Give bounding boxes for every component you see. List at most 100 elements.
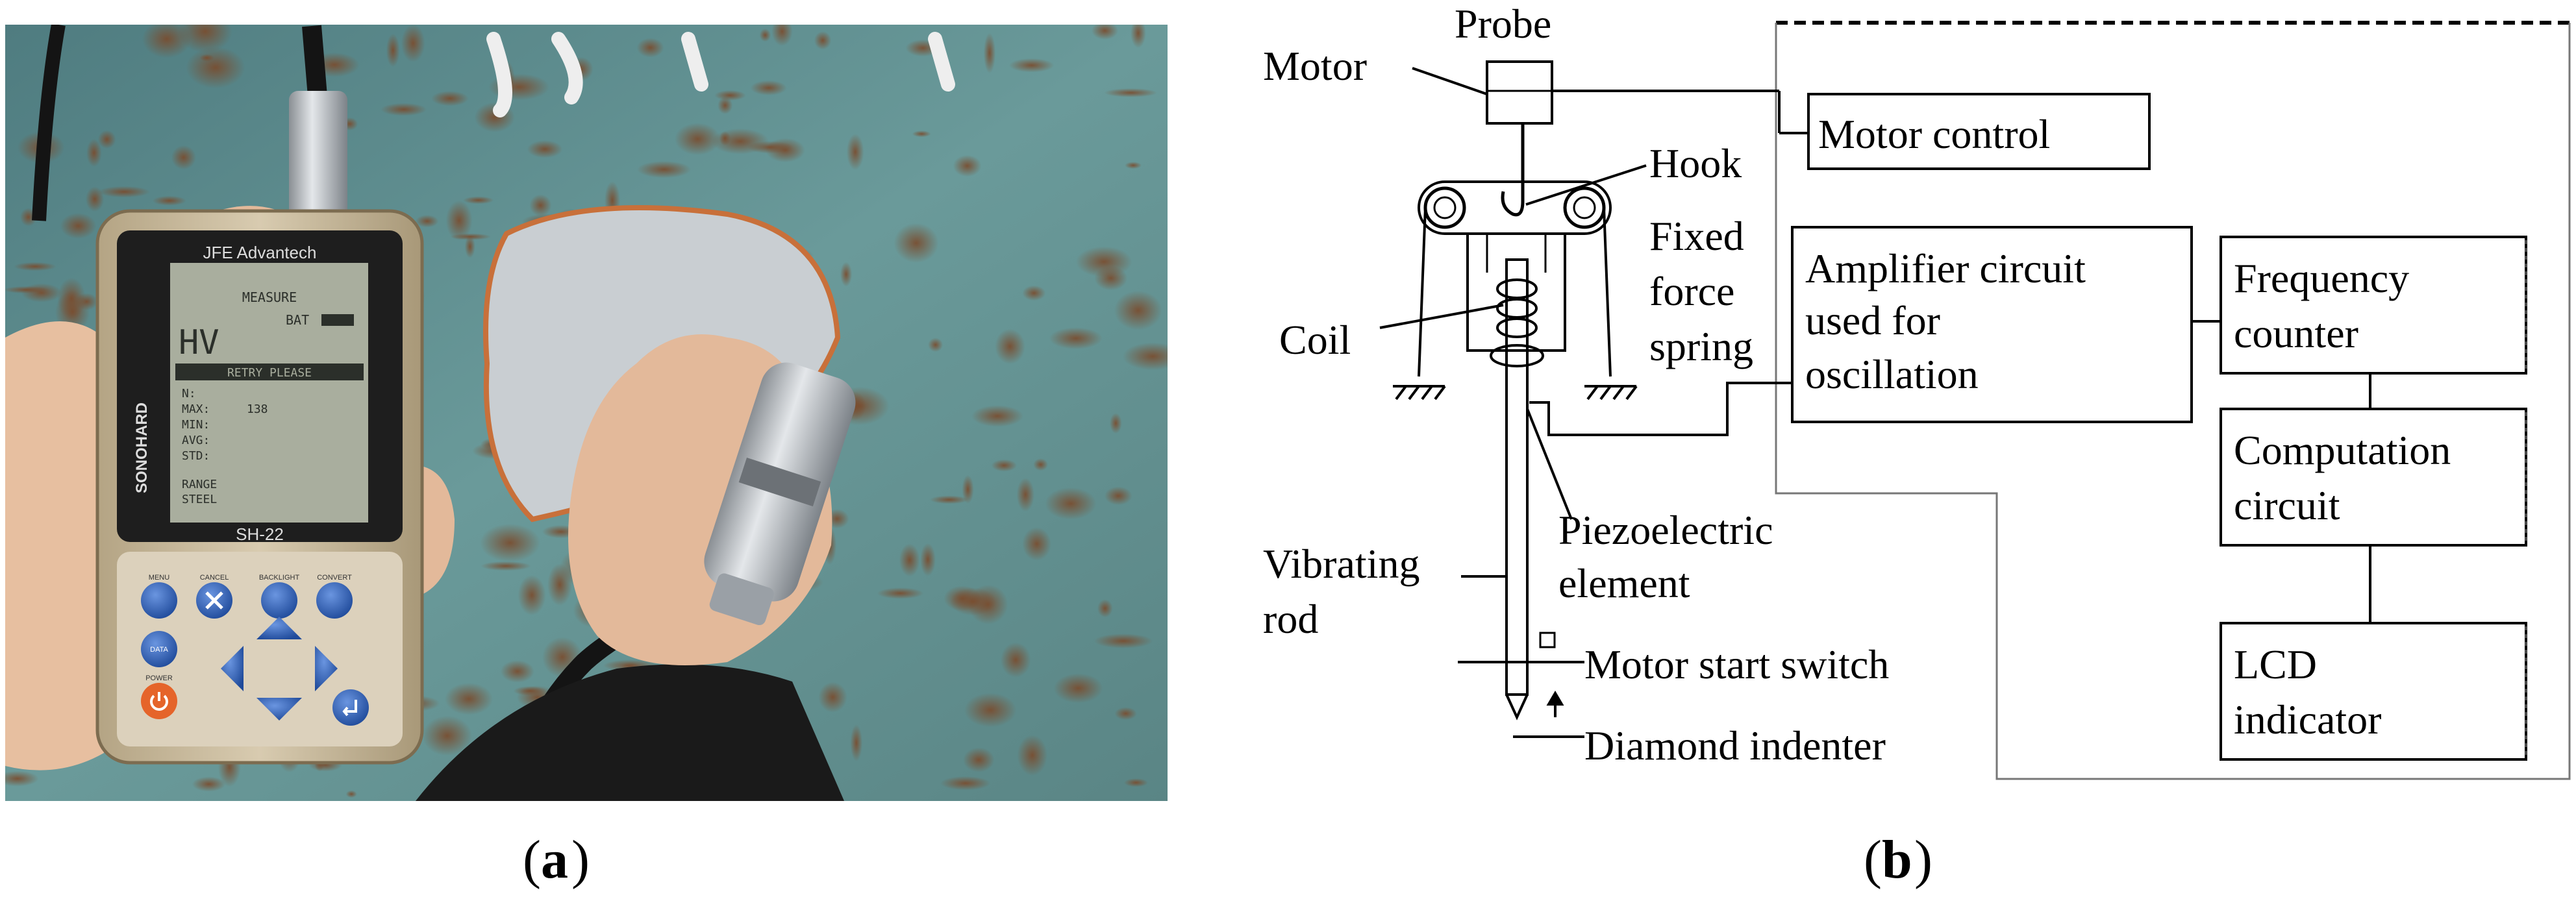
- label-piezo-1: Piezoelectric: [1558, 507, 1773, 553]
- down-arrow-icon[interactable]: [256, 698, 302, 720]
- rust-spot: [422, 715, 472, 756]
- rust-spot: [899, 543, 920, 577]
- battery-icon: [321, 314, 354, 326]
- rust-spot: [983, 32, 996, 73]
- rust-spot: [718, 96, 733, 114]
- svg-text:): ): [571, 830, 590, 890]
- rust-spot: [1104, 88, 1158, 97]
- lcd-line-1: LCD: [2234, 641, 2317, 687]
- frequency-line-2: counter: [2234, 310, 2358, 356]
- rust-spot: [381, 103, 427, 116]
- data-key[interactable]: [141, 631, 177, 667]
- device-side-label: SONOHARD: [133, 402, 151, 493]
- panel-a-photo: JFE Advantech SONOHARD MEASURE HV BAT RE…: [5, 25, 1168, 801]
- rust-spot: [345, 790, 357, 798]
- rust-spot: [1075, 246, 1132, 277]
- label-force: force: [1649, 268, 1734, 314]
- rust-spot: [5, 286, 50, 294]
- up-arrow-icon[interactable]: [256, 617, 302, 639]
- rust-spot: [1000, 642, 1031, 678]
- rust-spot: [1033, 458, 1049, 471]
- spring-frame: [1466, 234, 1566, 352]
- rust-spot: [500, 660, 534, 683]
- svg-text:(: (: [523, 830, 541, 890]
- hook-leader: [1525, 164, 1647, 206]
- rust-spot: [1091, 25, 1119, 40]
- rust-spot: [547, 563, 572, 606]
- right-arrow-icon[interactable]: [315, 646, 338, 691]
- rust-spot: [142, 25, 192, 58]
- rust-spot: [674, 123, 721, 155]
- rust-spot: [1131, 25, 1146, 48]
- screen-footer-2: STEEL: [182, 493, 217, 506]
- amplifier-line-3: oscillation: [1805, 351, 1979, 397]
- ground-left: [1393, 385, 1446, 400]
- rust-spot: [963, 747, 995, 772]
- rust-spot: [85, 186, 105, 212]
- screen-row-label: STD:: [182, 449, 210, 463]
- lcd-indicator-box: [2220, 622, 2527, 761]
- amplifier-box: [1791, 226, 2193, 423]
- piezo-wire: [1529, 382, 1792, 436]
- rust-spot: [750, 80, 787, 95]
- rust-spot: [949, 587, 996, 616]
- lcd-screen: MEASURE HV BAT RETRY PLEASE N:MAX:138MIN…: [170, 263, 368, 523]
- rust-spot: [894, 223, 939, 264]
- rust-spot: [1022, 285, 1046, 301]
- rust-spot: [481, 561, 531, 571]
- probe-body: [704, 362, 856, 626]
- menu-key[interactable]: [141, 582, 177, 619]
- rust-spot: [178, 25, 232, 53]
- piezo-leader: [1526, 408, 1573, 520]
- rust-spot: [480, 523, 540, 562]
- power-icon: [150, 692, 168, 711]
- rust-spot: [840, 262, 853, 287]
- device-brand: JFE Advantech: [203, 243, 317, 262]
- rust-spot: [1114, 290, 1162, 330]
- amplifier-line-2: used for: [1805, 297, 1940, 343]
- motor-control-box: [1807, 93, 2151, 170]
- caption-a: ( a ): [523, 830, 590, 890]
- rust-spot: [416, 215, 439, 228]
- label-spring: spring: [1649, 323, 1753, 369]
- left-arrow-icon[interactable]: [221, 646, 244, 691]
- rust-spot: [57, 277, 86, 320]
- caption-b-letter: b: [1882, 830, 1912, 890]
- frequency-counter-box: [2220, 236, 2527, 375]
- rust-spot: [964, 693, 1017, 728]
- rust-spot: [199, 54, 214, 62]
- rust-spot: [14, 262, 56, 271]
- rust-spot: [940, 776, 991, 791]
- ground-right: [1584, 385, 1638, 400]
- backlight-key[interactable]: [261, 582, 297, 619]
- screen-row-value: 138: [247, 402, 268, 416]
- key-label-backlight: BACKLIGHT: [259, 574, 300, 582]
- chalk-mark: [486, 32, 955, 117]
- rust-spot: [463, 196, 494, 204]
- label-diamond-indenter: Diamond indenter: [1584, 722, 1886, 769]
- rust-spot: [1123, 778, 1149, 787]
- rust-spot: [928, 338, 944, 352]
- spring-ring: [1490, 344, 1544, 367]
- convert-key[interactable]: [316, 582, 353, 619]
- rust-spot: [152, 195, 186, 206]
- label-hook: Hook: [1649, 140, 1742, 186]
- screen-row-label: AVG:: [182, 434, 210, 447]
- rust-spot: [637, 160, 692, 179]
- rust-spot: [1125, 162, 1142, 169]
- coil-leader: [1379, 304, 1504, 329]
- device-model: SH-22: [236, 524, 284, 544]
- coil: [1496, 278, 1538, 338]
- rust-spot: [527, 140, 563, 158]
- rust-spot: [1053, 673, 1103, 704]
- enter-key[interactable]: [332, 689, 369, 726]
- label-motor-start-switch: Motor start switch: [1584, 641, 1889, 687]
- keypad-buttons: MENU CANCEL BACKLIGHT CONVERT DATA POWER: [141, 574, 369, 726]
- cancel-x-icon: [205, 591, 223, 610]
- key-label-cancel: CANCEL: [200, 574, 229, 582]
- rust-spot: [386, 33, 400, 68]
- frequency-line-1: Frequency: [2234, 255, 2409, 301]
- rust-spot: [529, 194, 552, 217]
